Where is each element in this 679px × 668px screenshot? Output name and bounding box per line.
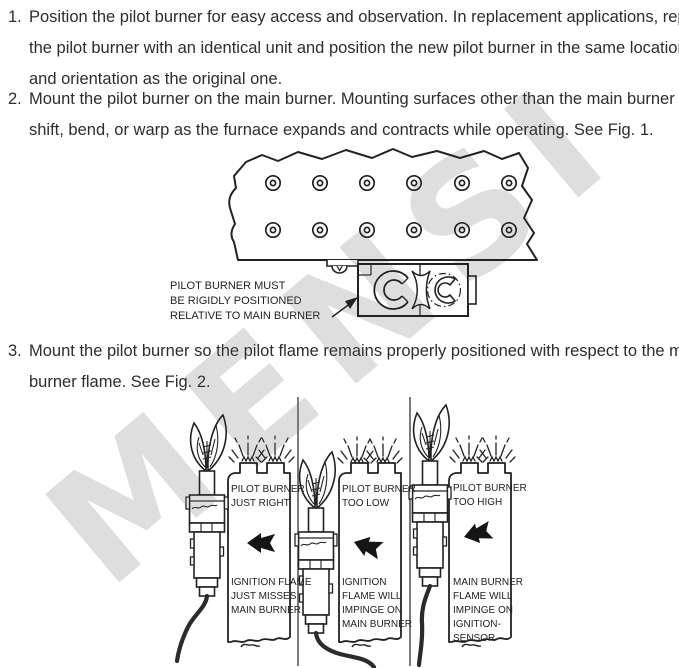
panel3-position-label: PILOT BURNER TOO HIGH	[453, 482, 527, 510]
item-number: 1.	[8, 8, 22, 26]
panel1-position-label: PILOT BURNER JUST RIGHT	[231, 483, 305, 511]
label-line: MAIN BURNER	[453, 577, 524, 588]
item-number: 2.	[8, 90, 22, 108]
instruction-item-1: 1. Position the pilot burner for easy ac…	[8, 2, 679, 95]
item-text: Mount the pilot burner on the main burne…	[29, 84, 679, 146]
pilot-cable	[174, 593, 210, 664]
fig2-diagram	[174, 397, 516, 668]
panel-too-high	[408, 404, 516, 668]
label-line: FLAME WILL	[342, 591, 402, 602]
label-line: TOO LOW	[342, 498, 390, 509]
label-line: SENSOR	[453, 633, 496, 644]
fig1-label-line: BE RIGIDLY POSITIONED	[170, 295, 302, 307]
fig1-label-line: RELATIVE TO MAIN BURNER	[170, 310, 321, 322]
panel3-caption: MAIN BURNER FLAME WILL IMPINGE ON IGNITI…	[453, 576, 523, 646]
burner-orifices	[264, 174, 518, 239]
label-line: IGNITION	[342, 577, 387, 588]
label-line: JUST RIGHT	[231, 498, 290, 509]
label-line: JUST MISSES	[231, 591, 297, 602]
fig1-diagram	[228, 148, 538, 318]
pilot-burner-assembly	[357, 263, 477, 317]
label-line: FLAME WILL	[453, 591, 513, 602]
pilot-cable	[416, 583, 433, 668]
item-number: 3.	[8, 342, 22, 360]
panel2-position-label: PILOT BURNER TOO LOW	[342, 483, 416, 511]
leader-arrow-icon	[331, 297, 358, 318]
mounting-bracket	[326, 260, 359, 274]
item-line: and orientation as the original one.	[29, 70, 283, 88]
label-line: IGNITION-	[453, 619, 501, 630]
label-line: TOO HIGH	[453, 497, 503, 508]
label-line: PILOT BURNER	[453, 483, 527, 494]
fig1-label-line: PILOT BURNER MUST	[170, 280, 286, 292]
panel-too-low	[294, 436, 403, 668]
label-line: PILOT BURNER	[231, 484, 305, 495]
item-line: the pilot burner with an identical unit …	[29, 39, 679, 57]
label-line: MAIN BURNER	[231, 605, 302, 616]
fig1-label: PILOT BURNER MUST BE RIGIDLY POSITIONED …	[170, 279, 320, 324]
item-line: Mount the pilot burner so the pilot flam…	[29, 342, 679, 360]
label-line: IGNITION FLAME	[231, 577, 312, 588]
label-line: IMPINGE ON	[453, 605, 514, 616]
panel2-caption: IGNITION FLAME WILL IMPINGE ON MAIN BURN…	[342, 576, 412, 632]
item-text: Position the pilot burner for easy acces…	[29, 2, 679, 95]
panel-just-right	[174, 414, 295, 664]
label-line: MAIN BURNER	[342, 619, 413, 630]
instruction-item-3: 3. Mount the pilot burner so the pilot f…	[8, 336, 679, 398]
item-line: burner flame. See Fig. 2.	[29, 373, 211, 391]
main-burner-plate	[228, 148, 538, 261]
item-line: Mount the pilot burner on the main burne…	[29, 90, 679, 108]
label-line: PILOT BURNER	[342, 484, 416, 495]
item-text: Mount the pilot burner so the pilot flam…	[29, 336, 679, 398]
item-line: Position the pilot burner for easy acces…	[29, 8, 679, 26]
pilot-cable	[313, 630, 377, 668]
instruction-item-2: 2. Mount the pilot burner on the main bu…	[8, 84, 679, 146]
label-line: IMPINGE ON	[342, 605, 403, 616]
item-line: shift, bend, or warp as the furnace expa…	[29, 121, 654, 139]
panel1-caption: IGNITION FLAME JUST MISSES MAIN BURNER	[231, 576, 312, 618]
